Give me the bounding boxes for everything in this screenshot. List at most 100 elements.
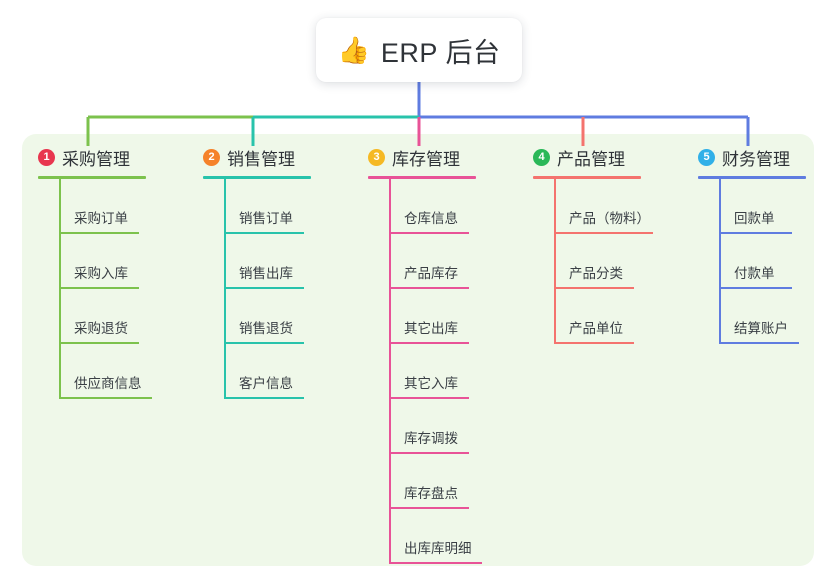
branch-title: 库存管理: [392, 149, 460, 169]
leaf-item[interactable]: 销售退货: [203, 289, 311, 344]
leaf-item-label: 仓库信息: [404, 211, 458, 226]
leaf-item-underline: [59, 342, 139, 344]
leaf-item[interactable]: 仓库信息: [368, 179, 476, 234]
leaf-item[interactable]: 供应商信息: [38, 344, 152, 399]
branch-title: 销售管理: [227, 149, 295, 169]
branch-header-3[interactable]: 3 库存管理: [368, 144, 476, 170]
branch-underline: [38, 176, 146, 179]
leaf-item[interactable]: 产品库存: [368, 234, 476, 289]
leaf-item-underline: [59, 287, 139, 289]
branch-column-2: 2 销售管理销售订单销售出库销售退货客户信息: [203, 144, 311, 399]
leaf-item-label: 库存盘点: [404, 486, 458, 501]
leaf-item-underline: [389, 397, 469, 399]
leaf-item-label: 销售退货: [239, 321, 293, 336]
leaf-item-label: 库存调拨: [404, 431, 458, 446]
leaf-item[interactable]: 采购入库: [38, 234, 146, 289]
leaf-item-underline: [719, 232, 792, 234]
leaf-item-label: 出库库明细: [404, 541, 472, 556]
leaf-item-label: 销售出库: [239, 266, 293, 281]
branch-item-list: 销售订单销售出库销售退货客户信息: [203, 179, 311, 399]
leaf-item-underline: [554, 342, 634, 344]
leaf-item-label: 采购订单: [74, 211, 128, 226]
leaf-item[interactable]: 出库库明细: [368, 509, 482, 564]
branch-item-list: 采购订单采购入库采购退货供应商信息: [38, 179, 152, 399]
leaf-item[interactable]: 库存调拨: [368, 399, 476, 454]
branch-item-list: 产品（物料） 产品分类产品单位: [533, 179, 653, 344]
leaf-item-label: 产品单位: [569, 321, 623, 336]
leaf-item[interactable]: 付款单: [698, 234, 806, 289]
leaf-item-underline: [389, 507, 469, 509]
leaf-item-underline: [554, 287, 634, 289]
leaf-item-underline: [224, 287, 304, 289]
leaf-item[interactable]: 其它出库: [368, 289, 476, 344]
leaf-item[interactable]: 客户信息: [203, 344, 311, 399]
leaf-item-label: 产品分类: [569, 266, 623, 281]
branch-title: 产品管理: [557, 149, 625, 169]
leaf-item[interactable]: 产品（物料）: [533, 179, 653, 234]
leaf-item[interactable]: 回款单: [698, 179, 806, 234]
branch-badge-icon: 2: [203, 148, 220, 166]
leaf-item-label: 其它入库: [404, 376, 458, 391]
leaf-item-label: 其它出库: [404, 321, 458, 336]
leaf-item[interactable]: 采购订单: [38, 179, 146, 234]
root-node[interactable]: 👍 ERP 后台: [316, 18, 522, 82]
leaf-item-underline: [389, 342, 469, 344]
leaf-item[interactable]: 产品单位: [533, 289, 641, 344]
branch-stem: [389, 179, 391, 564]
branch-item-list: 仓库信息产品库存其它出库其它入库库存调拨库存盘点出库库明细: [368, 179, 482, 564]
branch-header-4[interactable]: 4 产品管理: [533, 144, 641, 170]
leaf-item[interactable]: 产品分类: [533, 234, 641, 289]
leaf-item-underline: [59, 397, 152, 399]
branch-stem: [554, 179, 556, 344]
branch-underline: [203, 176, 311, 179]
leaf-item-underline: [224, 397, 304, 399]
leaf-item-underline: [224, 232, 304, 234]
leaf-item[interactable]: 库存盘点: [368, 454, 476, 509]
leaf-item-label: 客户信息: [239, 376, 293, 391]
branch-header-5[interactable]: 5 财务管理: [698, 144, 806, 170]
branch-column-5: 5 财务管理回款单付款单结算账户: [698, 144, 806, 344]
leaf-item-underline: [389, 232, 469, 234]
leaf-item-underline: [389, 287, 469, 289]
branch-underline: [698, 176, 806, 179]
leaf-item[interactable]: 采购退货: [38, 289, 146, 344]
root-title: ERP 后台: [380, 37, 501, 68]
branch-header-2[interactable]: 2 销售管理: [203, 144, 311, 170]
branch-badge-icon: 5: [698, 148, 715, 166]
leaf-item-label: 回款单: [734, 211, 775, 226]
leaf-item[interactable]: 销售订单: [203, 179, 311, 234]
leaf-item-label: 销售订单: [239, 211, 293, 226]
branch-badge-icon: 3: [368, 148, 385, 166]
branch-column-3: 3 库存管理仓库信息产品库存其它出库其它入库库存调拨库存盘点出库库明细: [368, 144, 482, 564]
branch-stem: [59, 179, 61, 399]
leaf-item-label: 采购入库: [74, 266, 128, 281]
branch-title: 财务管理: [722, 149, 790, 169]
branch-badge-icon: 4: [533, 148, 550, 166]
leaf-item[interactable]: 销售出库: [203, 234, 311, 289]
leaf-item[interactable]: 结算账户: [698, 289, 806, 344]
branch-stem: [719, 179, 721, 344]
leaf-item-underline: [389, 562, 482, 564]
leaf-item[interactable]: 其它入库: [368, 344, 476, 399]
leaf-item-underline: [389, 452, 469, 454]
leaf-item-label: 付款单: [734, 266, 775, 281]
leaf-item-underline: [719, 287, 792, 289]
leaf-item-underline: [719, 342, 799, 344]
diagram-background-panel: [22, 134, 814, 566]
leaf-item-label: 产品（物料）: [569, 211, 650, 226]
leaf-item-underline: [59, 232, 139, 234]
branch-stem: [224, 179, 226, 399]
branch-underline: [533, 176, 641, 179]
thumbs-up-icon: 👍: [337, 35, 370, 65]
leaf-item-label: 产品库存: [404, 266, 458, 281]
branch-column-4: 4 产品管理产品（物料） 产品分类产品单位: [533, 144, 653, 344]
leaf-item-label: 结算账户: [734, 321, 788, 336]
branch-underline: [368, 176, 476, 179]
leaf-item-underline: [224, 342, 304, 344]
leaf-item-label: 供应商信息: [74, 376, 142, 391]
leaf-item-label: 采购退货: [74, 321, 128, 336]
